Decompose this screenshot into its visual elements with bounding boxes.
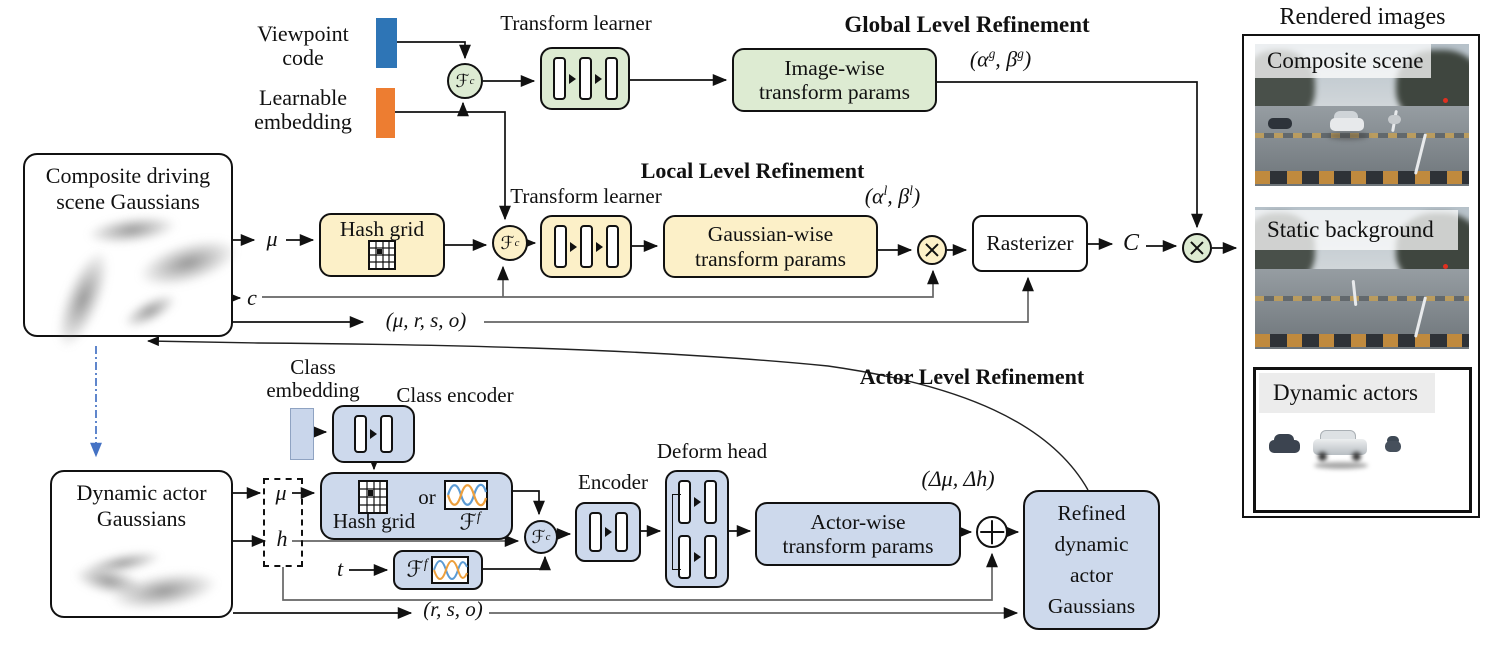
alpha-beta-global-label: (αg, βg) bbox=[969, 46, 1032, 72]
actor-wise-transform-params: Actor-wise transform params bbox=[755, 502, 961, 566]
mu-actor-label: μ bbox=[275, 480, 287, 505]
image-wise-transform-params: Image-wise transform params bbox=[732, 48, 937, 112]
white-suv bbox=[1329, 117, 1364, 131]
refined-gaussians-box: Refined dynamic actor Gaussians bbox=[1023, 490, 1160, 630]
fourier-time-box: ℱf bbox=[393, 550, 483, 590]
encoder-label: Encoder bbox=[578, 470, 648, 494]
dynamic-actors-label: Dynamic actors bbox=[1259, 373, 1435, 413]
static-background-label: Static background bbox=[1255, 210, 1458, 250]
composite-gaussians-box: Composite driving scene Gaussians bbox=[23, 153, 243, 354]
composite-scene-label: Composite scene bbox=[1255, 44, 1431, 78]
deform-head-label: Deform head bbox=[656, 439, 768, 463]
deform-head-box bbox=[665, 470, 729, 588]
mlp-icon bbox=[542, 217, 630, 276]
branch-bracket bbox=[672, 494, 681, 570]
hash-grid-icon bbox=[368, 240, 396, 271]
multiply-global-op bbox=[1182, 233, 1212, 263]
or-label: or bbox=[418, 485, 436, 509]
ff-label: ℱf bbox=[459, 509, 481, 536]
white-suv-roof bbox=[1334, 110, 1359, 121]
local-level-heading: Local Level Refinement bbox=[640, 158, 865, 183]
mlp-icon bbox=[577, 504, 639, 560]
learnable-embedding-label: Learnable embedding bbox=[254, 85, 352, 135]
class-embedding-label: Class embedding bbox=[266, 355, 360, 403]
class-encoder-label: Class encoder bbox=[396, 383, 514, 407]
gaussian-wise-transform-params: Gaussian-wise transform params bbox=[663, 215, 878, 278]
dark-car bbox=[1267, 117, 1292, 129]
static-background-image: Static background bbox=[1255, 207, 1469, 349]
rendered-images-heading: Rendered images bbox=[1279, 4, 1446, 30]
dynamic-gaussians-box: Dynamic actor Gaussians bbox=[50, 470, 233, 618]
connectors bbox=[90, 41, 1238, 619]
hash-grid-or-fourier-box: Hash grid or ℱf bbox=[320, 472, 513, 540]
far-car bbox=[1387, 115, 1401, 124]
learnable-embedding-vector bbox=[376, 88, 395, 138]
r-s-o-label: (r, s, o) bbox=[423, 597, 483, 621]
mlp-icon bbox=[667, 477, 727, 527]
mlp-icon bbox=[667, 532, 727, 582]
transform-learner-global bbox=[540, 47, 630, 110]
rasterizer-box: Rasterizer bbox=[972, 215, 1088, 272]
encoder-box bbox=[575, 502, 641, 562]
hash-grid-local: Hash grid bbox=[319, 213, 445, 277]
transform-learner-local-label: Transform learner bbox=[510, 184, 662, 208]
alpha-beta-local-label: (αl, βl) bbox=[864, 183, 921, 209]
fourier-icon bbox=[431, 556, 470, 584]
mu-h-group-box bbox=[263, 478, 303, 567]
viewpoint-code-label: Viewpoint code bbox=[257, 21, 349, 71]
c-label: c bbox=[247, 285, 257, 310]
composite-scene-image: Composite scene bbox=[1255, 44, 1469, 186]
mlp-icon bbox=[334, 407, 413, 461]
transform-learner-local bbox=[540, 215, 632, 278]
class-embedding-vector bbox=[290, 408, 314, 460]
hash-grid-icon bbox=[358, 480, 388, 519]
class-encoder-box bbox=[332, 405, 415, 463]
delta-mu-h-label: (Δμ, Δh) bbox=[921, 466, 995, 491]
add-op bbox=[976, 516, 1008, 548]
viewpoint-code-vector bbox=[376, 18, 397, 68]
mu-label: μ bbox=[266, 226, 278, 251]
mlp-icon bbox=[542, 49, 628, 108]
actor-level-heading: Actor Level Refinement bbox=[859, 364, 1085, 389]
fourier-icon bbox=[444, 480, 488, 515]
transform-learner-global-label: Transform learner bbox=[500, 11, 652, 35]
dynamic-actors-panel: Dynamic actors bbox=[1253, 367, 1472, 513]
mu-r-s-o-label: (μ, r, s, o) bbox=[385, 308, 467, 332]
ff-time-label: ℱf bbox=[406, 556, 428, 583]
color-c-label: C bbox=[1122, 230, 1139, 256]
t-label: t bbox=[336, 556, 344, 581]
h-label: h bbox=[276, 526, 288, 551]
global-level-heading: Global Level Refinement bbox=[844, 12, 1090, 37]
multiply-local-op bbox=[917, 235, 947, 265]
